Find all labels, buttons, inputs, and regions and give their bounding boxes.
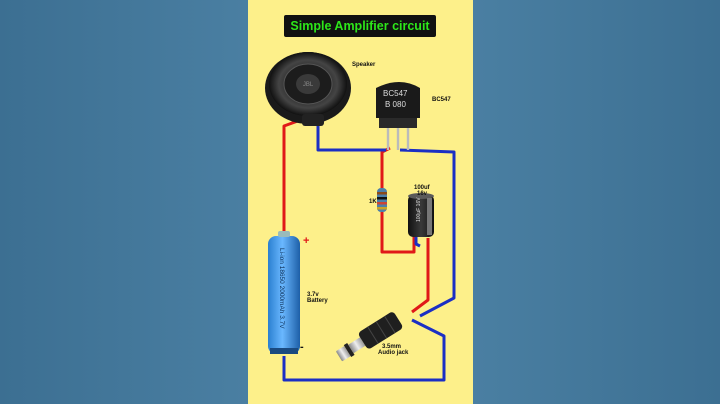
svg-text:100µF 16V: 100µF 16V [416,197,422,222]
capacitor-label-value: 100uf [414,185,430,191]
wire-speaker-to-collector [316,126,386,152]
wire-emitter-loop [399,148,456,318]
circuit-diagram: JBL 100µF 16V [265,52,456,382]
battery-minus-sign: - [300,341,304,353]
battery-label-voltage: 3.7v [307,292,319,298]
blue-wires [282,126,456,382]
battery-label-name: Battery [307,298,328,304]
wire-resistor-to-cap [380,212,416,254]
transistor-marking-1: BC547 [383,89,408,98]
audio-jack-component [336,312,403,362]
wire-transistor-base-to-resistor [380,146,391,188]
speaker-label: Speaker [352,62,376,68]
transistor-marking-2: B 080 [385,100,406,109]
speaker-component: JBL [265,52,351,126]
svg-text:JBL: JBL [303,82,314,88]
diagram-panel: JBL 100µF 16V [248,0,473,404]
transistor-label: BC547 [432,97,451,103]
right-background [473,0,720,404]
resistor-component [377,188,387,212]
capacitor-component: 100µF 16V [408,193,434,237]
resistor-label: 1K [369,199,377,205]
wire-battery-minus-to-jack [282,318,446,382]
jack-label-size: 3.5mm [382,344,402,350]
transistor-component [376,82,420,150]
jack-label-name: Audio jack [378,350,409,356]
title-banner: Simple Amplifier circuit [284,15,436,37]
wire-cap-to-jack [411,238,430,314]
battery-marking: Li-ion 18650 2000mAh 3.7V [278,248,285,329]
wire-speaker-to-battery-plus [282,116,307,244]
left-background [0,0,248,404]
battery-plus-sign: + [303,235,310,247]
battery-component [268,231,300,354]
capacitor-label-voltage: 16v [417,191,428,197]
page-title: Simple Amplifier circuit [290,19,430,33]
wire-cap-minus [414,236,421,248]
red-wires [282,116,430,314]
